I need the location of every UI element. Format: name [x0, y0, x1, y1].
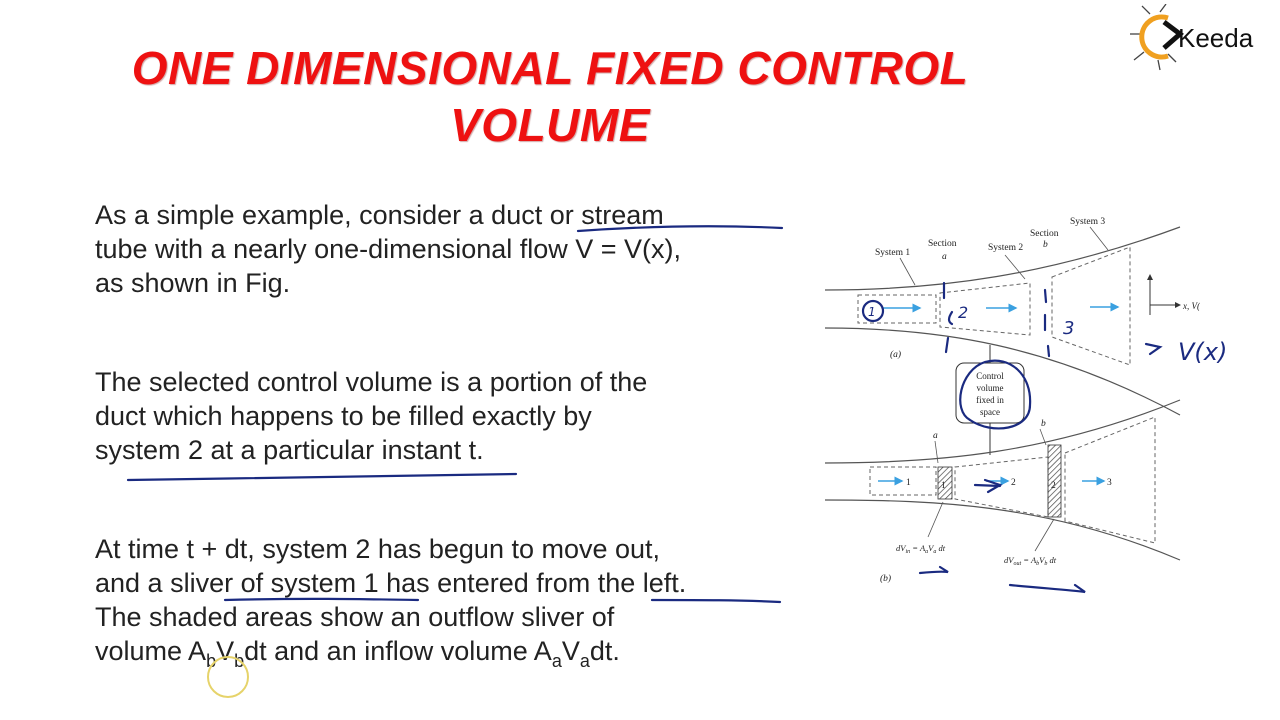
- paragraph-3-line-4: volume AbVbdt and an inflow volume AaVad…: [95, 636, 620, 671]
- svg-text:(a): (a): [890, 349, 901, 360]
- paragraph-2-line-3: system 2 at a particular instant t.: [95, 435, 484, 465]
- system-3-box: [1051, 246, 1131, 366]
- paragraph-3-line-3: The shaded areas show an outflow sliver …: [95, 602, 615, 632]
- svg-text:2: 2: [1051, 481, 1056, 491]
- system-2-box: [939, 282, 1031, 336]
- svg-text:volume: volume: [977, 383, 1004, 393]
- paragraph-3: At time t + dt, system 2 has begun to mo…: [95, 532, 815, 671]
- svg-text:1: 1: [941, 481, 946, 491]
- inflow-sliver: [937, 466, 953, 500]
- title-line-1: ONE DIMENSIONAL FIXED CONTROL: [131, 42, 969, 94]
- paragraph-1-line-1: As a simple example, consider a duct or …: [95, 200, 664, 230]
- svg-text:Section: Section: [1030, 229, 1059, 239]
- paragraph-2: The selected control volume is a portion…: [95, 365, 815, 467]
- svg-text:Section: Section: [928, 239, 957, 249]
- svg-text:3: 3: [1107, 478, 1112, 488]
- svg-text:space: space: [980, 407, 1000, 417]
- paragraph-3-line-1: At time t + dt, system 2 has begun to mo…: [95, 534, 661, 564]
- paragraph-3-line-2: and a sliver of system 1 has entered fro…: [95, 568, 687, 598]
- svg-text:Control: Control: [976, 371, 1004, 381]
- underline-system2: [126, 472, 518, 482]
- duct-walls-a: [824, 226, 1181, 416]
- slide-title: ONE DIMENSIONAL FIXED CONTROL VOLUME: [100, 40, 1000, 154]
- logo-text: Keeda: [1178, 23, 1254, 53]
- paragraph-1-line-3: as shown in Fig.: [95, 268, 291, 298]
- svg-text:fixed in: fixed in: [976, 395, 1004, 405]
- svg-text:1: 1: [906, 478, 911, 488]
- svg-text:a: a: [942, 252, 947, 262]
- paragraph-2-line-2: duct which happens to be filled exactly …: [95, 401, 592, 431]
- svg-text:b: b: [1041, 419, 1046, 429]
- svg-text:dVout = AbVb dt: dVout = AbVb dt: [1004, 555, 1057, 567]
- paragraph-1-line-2: tube with a nearly one-dimensional flow …: [95, 234, 682, 264]
- svg-text:a: a: [933, 431, 938, 441]
- svg-text:b: b: [1043, 240, 1048, 250]
- paragraph-2-line-1: The selected control volume is a portion…: [95, 367, 648, 397]
- svg-text:dVin = AaVa dt: dVin = AaVa dt: [896, 543, 946, 555]
- svg-text:2: 2: [1011, 478, 1016, 488]
- title-line-2: VOLUME: [450, 99, 650, 151]
- svg-text:System 1: System 1: [875, 248, 910, 258]
- duct-walls-b: [824, 399, 1181, 561]
- svg-text:System 2: System 2: [988, 243, 1023, 253]
- duct-control-volume-figure: System 1 Section a System 2 Section b Sy…: [824, 217, 1200, 584]
- outflow-sliver: [1047, 444, 1062, 518]
- system-1-box: [857, 294, 937, 324]
- svg-text:(b): (b): [880, 573, 891, 584]
- ekeeda-logo: Keeda: [1130, 4, 1254, 71]
- svg-text:x, V(x): x, V(x): [1182, 301, 1200, 311]
- svg-text:System 3: System 3: [1070, 217, 1105, 227]
- paragraph-1: As a simple example, consider a duct or …: [95, 198, 815, 300]
